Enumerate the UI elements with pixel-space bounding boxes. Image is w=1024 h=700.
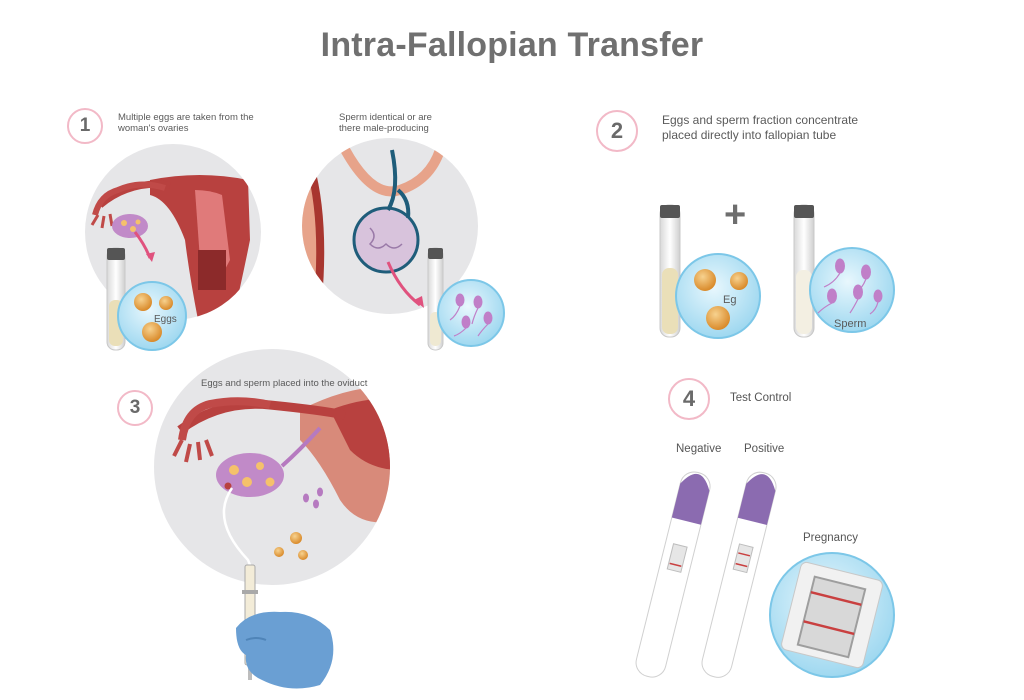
step-3-badge: 3 — [117, 390, 153, 426]
step-4-badge: 4 — [668, 378, 710, 420]
sperm-label: Sperm — [834, 318, 867, 330]
page-title: Intra-Fallopian Transfer — [320, 26, 704, 64]
step-1b-caption: Sperm identical or are there male-produc… — [339, 112, 432, 134]
uterus-illustration — [85, 144, 261, 320]
step-1-caption: Multiple eggs are taken from the woman's… — [118, 112, 254, 134]
step-1-badge: 1 — [67, 108, 103, 144]
positive-label: Positive — [744, 443, 785, 455]
negative-label: Negative — [676, 443, 722, 455]
oviduct-illustration — [154, 349, 390, 585]
step-2-caption: Eggs and sperm fraction concentrate plac… — [662, 113, 859, 142]
egg-label: Eg — [723, 294, 737, 306]
step-3-caption: Eggs and sperm placed into the oviduct — [201, 378, 368, 389]
pregnancy-label: Pregnancy — [803, 532, 858, 544]
step-4-caption: Test Control — [730, 392, 792, 404]
step-2-badge: 2 — [596, 110, 638, 152]
eggs-label: Eggs — [154, 314, 177, 325]
plus-sign: + — [724, 194, 747, 236]
